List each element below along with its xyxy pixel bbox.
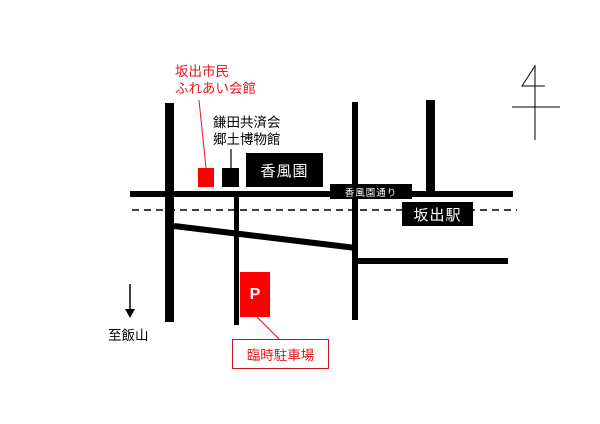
- station-label: 坂出駅: [413, 205, 462, 224]
- right-vertical-road: [352, 102, 358, 320]
- community-hall-label: 坂出市民 ふれあい会館: [175, 64, 256, 98]
- museum-label-line1: 鎌田共済会: [213, 115, 281, 131]
- station-vertical-road: [426, 100, 435, 193]
- middle-vertical-road: [234, 196, 239, 325]
- kofuen-building[interactable]: 香風園: [246, 153, 323, 187]
- museum-label: 鎌田共済会 郷土博物館: [213, 115, 281, 149]
- down-arrow-icon: [125, 284, 135, 318]
- museum-label-line2: 郷土博物館: [213, 132, 281, 148]
- kofuen-street-label-box: 香風園通り: [330, 184, 412, 199]
- kofuen-label: 香風園: [260, 161, 309, 180]
- lower-right-road: [358, 258, 508, 264]
- community-hall-label-line1: 坂出市民: [175, 64, 229, 80]
- parking-label-box: 臨時駐車場: [232, 339, 329, 369]
- parking-leader: [256, 316, 280, 340]
- kofuen-street-label: 香風園通り: [344, 187, 398, 199]
- main-road-kofuen-street: [130, 191, 513, 197]
- parking-icon: P: [249, 285, 261, 303]
- parking-marker[interactable]: P: [240, 272, 270, 317]
- community-hall-label-line2: ふれあい会館: [175, 81, 256, 97]
- parking-label: 臨時駐車場: [246, 348, 315, 364]
- museum-marker[interactable]: [222, 168, 239, 187]
- community-hall-marker[interactable]: [198, 168, 214, 187]
- community-hall-leader: [198, 99, 207, 169]
- to-iiyama-label: 至飯山: [108, 328, 149, 344]
- left-vertical-road: [165, 103, 174, 322]
- north-arrow-icon: [512, 65, 560, 140]
- sakaide-station[interactable]: 坂出駅: [402, 202, 473, 226]
- diagonal-road: [173, 223, 357, 251]
